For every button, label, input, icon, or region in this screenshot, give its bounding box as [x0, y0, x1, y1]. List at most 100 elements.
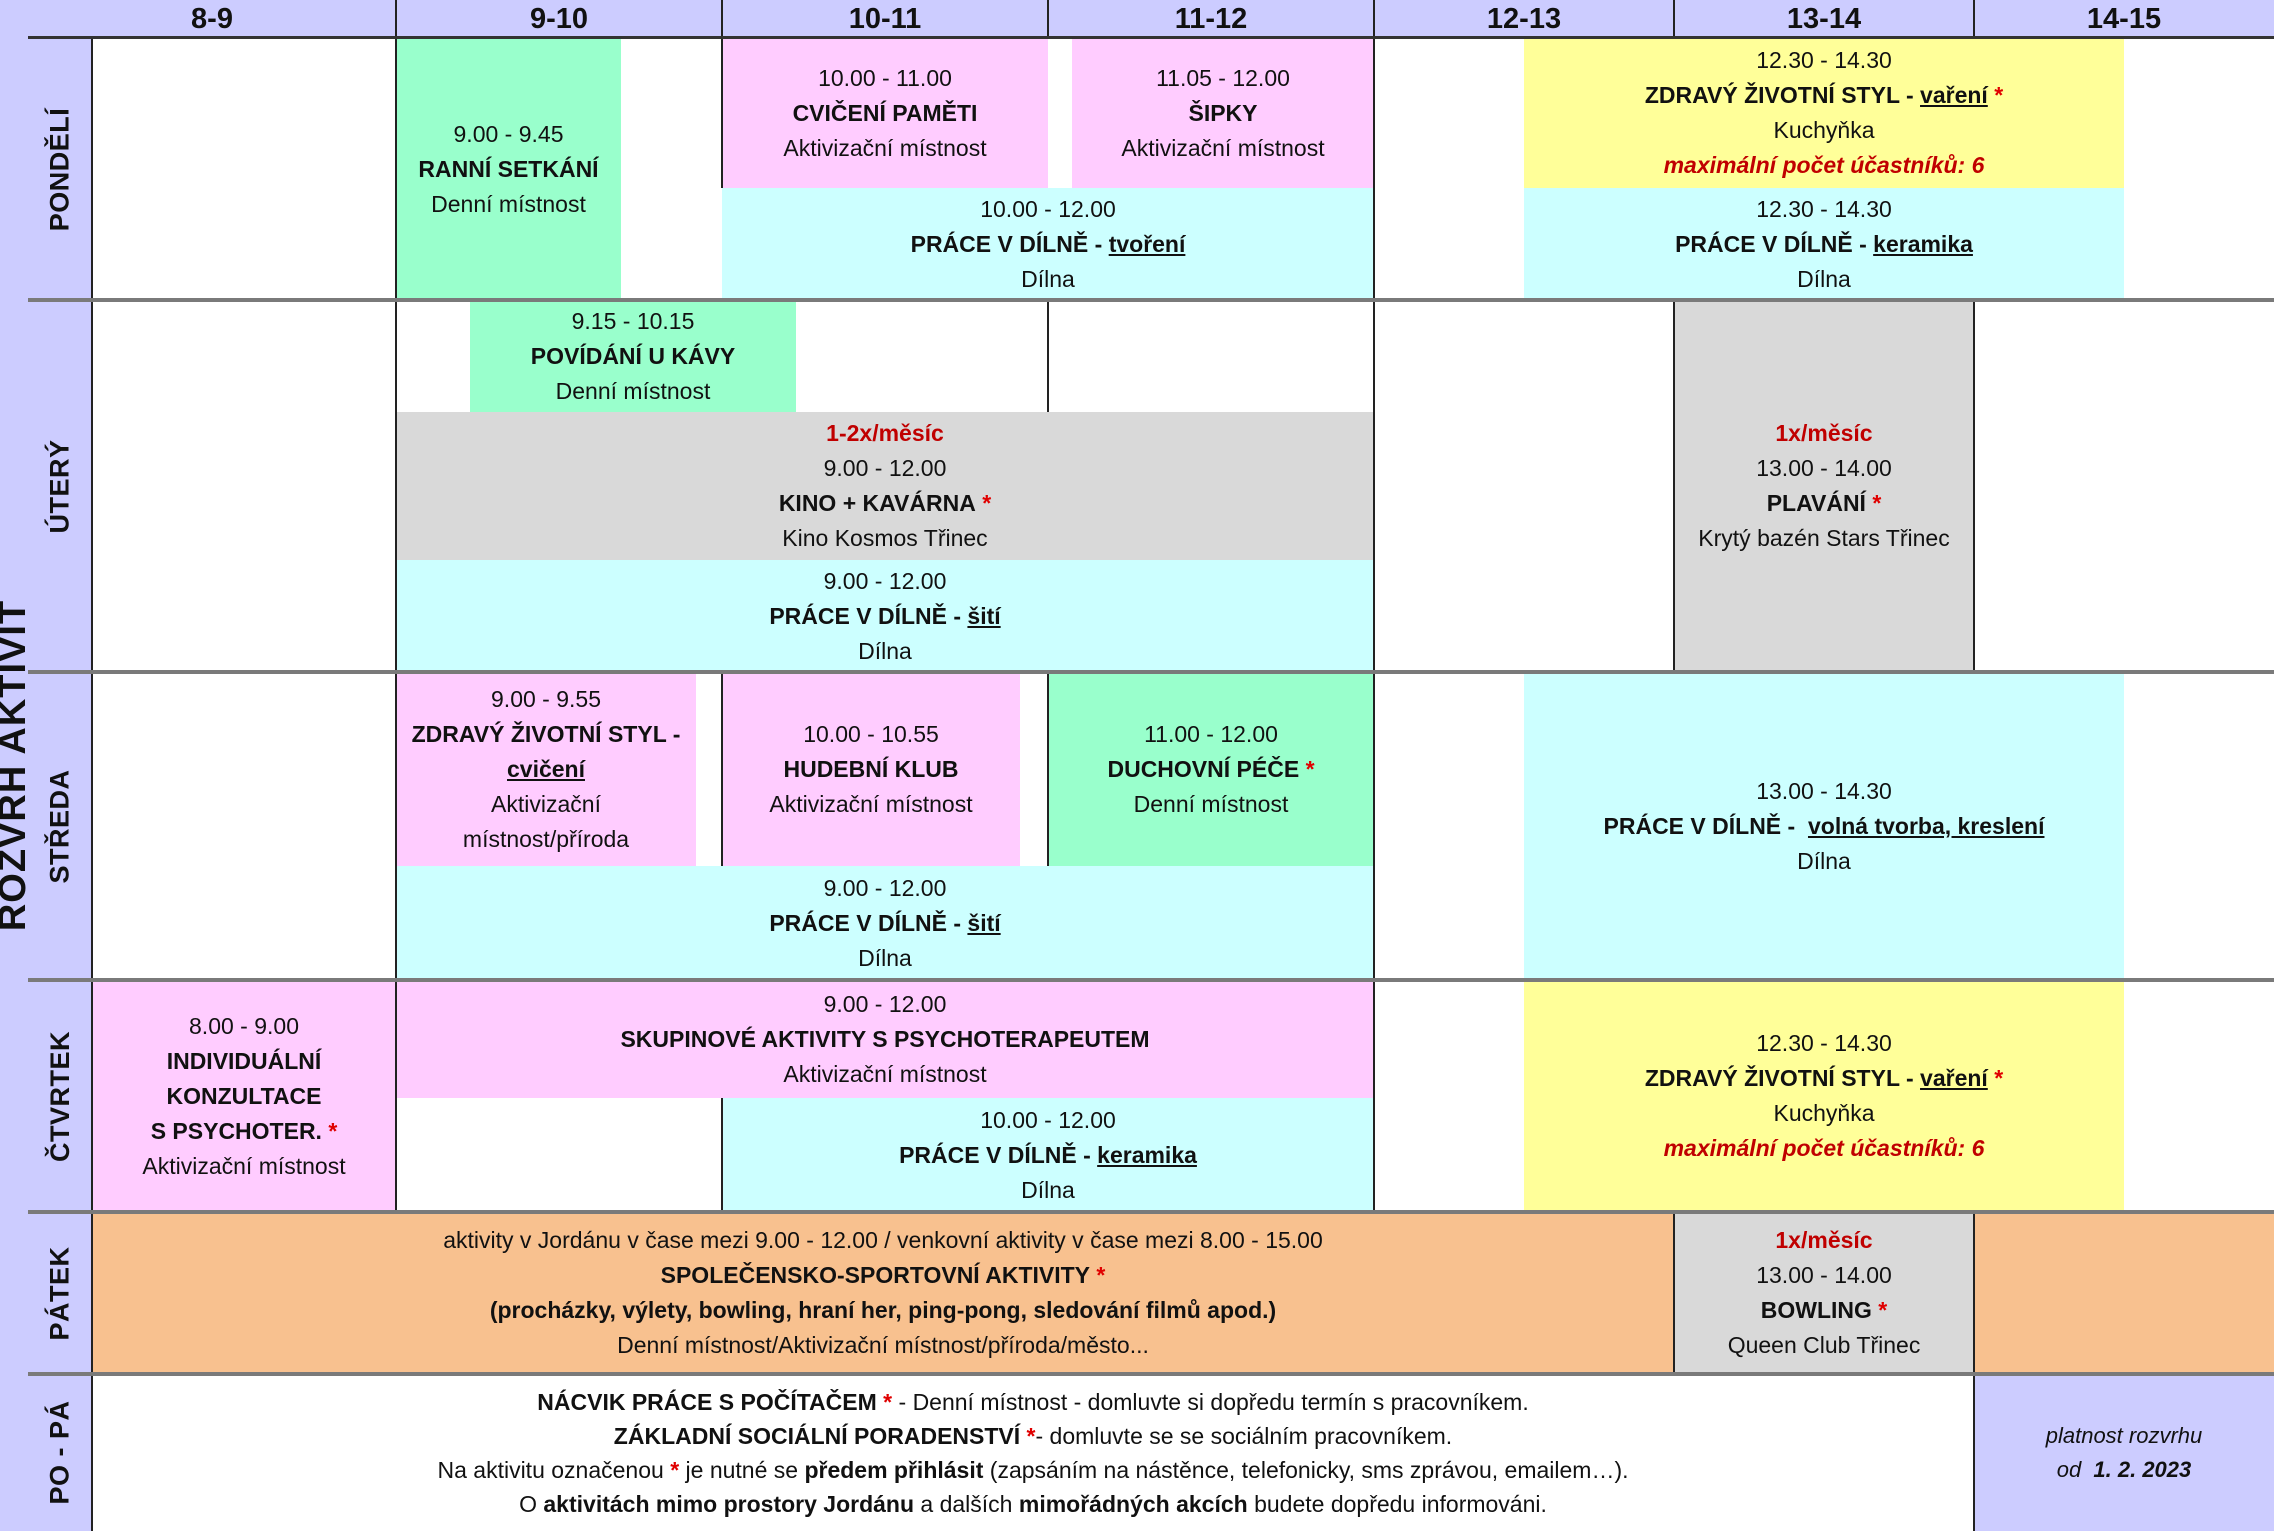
activity-sub: šití — [967, 909, 1001, 936]
activity-duchovni-pece: 11.00 - 12.00 DUCHOVNÍ PÉČE * Denní míst… — [1048, 672, 1374, 866]
activity-name: HUDEBNÍ KLUB — [783, 755, 959, 782]
day-text: STŘEDA — [44, 768, 75, 884]
footer-text: je nutné se — [679, 1456, 805, 1483]
activity-place: Krytý bazén Stars Třinec — [1698, 525, 1950, 551]
activity-dilna-tvoreni: 10.00 - 12.00 PRÁCE V DÍLNĚ - tvoření Dí… — [722, 188, 1374, 300]
activity-ranni-setkani: 9.00 - 9.45 RANNÍ SETKÁNÍ Denní místnost — [396, 38, 621, 300]
activity-time: 12.30 - 14.30 — [1756, 47, 1892, 73]
activity-name: PRÁCE V DÍLNĚ - — [899, 1141, 1098, 1168]
footer-text: budete dopředu informováni. — [1247, 1490, 1547, 1517]
activity-name: CVIČENÍ PAMĚTI — [792, 99, 978, 126]
grid-line — [721, 672, 723, 866]
day-text: PO - PÁ — [44, 1400, 75, 1505]
activity-place: místnost/příroda — [462, 825, 630, 852]
schedule-validity: platnost rozvrhu od 1. 2. 2023 — [1974, 1374, 2274, 1531]
footer-text: - domluvte se se sociálním pracovníkem. — [1035, 1422, 1453, 1449]
activity-place: Dílna — [1797, 847, 1851, 874]
activity-note: maximální počet účastníků: 6 — [1663, 1135, 1985, 1161]
activity-place: Kino Kosmos Třinec — [782, 525, 988, 551]
activity-place: Denní místnost — [1133, 790, 1289, 817]
grid-line — [721, 0, 723, 38]
registration-mark: * — [1994, 82, 2004, 108]
grid-line — [1973, 300, 1975, 672]
validity-prefix: od — [2056, 1456, 2094, 1482]
activity-name: PRÁCE V DÍLNĚ - — [769, 909, 968, 936]
activity-place: Kuchyňka — [1773, 1100, 1875, 1126]
hour-header-11-12: 11-12 — [1048, 0, 1374, 38]
activity-sub: šití — [967, 602, 1001, 629]
grid-line — [28, 670, 2274, 674]
day-text: ÚTERÝ — [44, 438, 75, 534]
registration-mark: * — [1096, 1262, 1106, 1288]
grid-line — [721, 38, 723, 188]
activity-sub: vaření — [1920, 1065, 1988, 1091]
activity-name: ZDRAVÝ ŽIVOTNÍ STYL - — [1644, 82, 1921, 108]
hour-header-9-10: 9-10 — [396, 0, 722, 38]
activity-name: ŠIPKY — [1188, 99, 1258, 126]
activity-time: 9.00 - 12.00 — [823, 567, 947, 594]
activity-dilna-volna-tvorba: 13.00 - 14.30 PRÁCE V DÍLNĚ - volná tvor… — [1524, 672, 2124, 980]
hour-label: 13-14 — [1786, 2, 1862, 35]
activity-dilna-keramika-mon: 12.30 - 14.30 PRÁCE V DÍLNĚ - keramika D… — [1524, 188, 2124, 300]
activity-name: ZDRAVÝ ŽIVOTNÍ STYL - — [411, 720, 681, 747]
activity-sipky: 11.05 - 12.00 ŠIPKY Aktivizační místnost — [1072, 38, 1374, 188]
validity-date: 1. 2. 2023 — [2093, 1456, 2192, 1482]
footer-line-registration: Na aktivitu označenou * je nutné se před… — [437, 1453, 1628, 1487]
activity-sub: volná tvorba, kreslení — [1807, 812, 2045, 839]
activity-time: 12.30 - 14.30 — [1756, 195, 1892, 222]
activity-time: 11.00 - 12.00 — [1144, 720, 1278, 747]
registration-mark: * — [1872, 490, 1882, 516]
footer-line-social: ZÁKLADNÍ SOCIÁLNÍ PORADENSTVÍ *- domluvt… — [614, 1419, 1452, 1453]
activity-hudebni-klub: 10.00 - 10.55 HUDEBNÍ KLUB Aktivizační m… — [722, 672, 1020, 866]
day-text: ČTVRTEK — [44, 1030, 75, 1162]
hour-header-8-9: 8-9 — [28, 0, 396, 38]
hour-label: 11-12 — [1174, 2, 1248, 35]
activity-name: KONZULTACE — [166, 1082, 322, 1109]
day-label-friday: PÁTEK — [28, 1212, 92, 1374]
hour-label: 14-15 — [2086, 2, 2162, 35]
activity-sub: cvičení — [507, 755, 585, 782]
hour-label: 12-13 — [1486, 2, 1562, 35]
footer-bold: předem přihlásit — [804, 1456, 984, 1483]
activity-name: INDIVIDUÁLNÍ — [166, 1047, 322, 1074]
footer-line-computer: NÁCVIK PRÁCE S POČÍTAČEM * - Denní místn… — [537, 1385, 1528, 1419]
activity-time: aktivity v Jordánu v čase mezi 9.00 - 12… — [443, 1227, 1323, 1253]
activity-skupinove-aktivity: 9.00 - 12.00 SKUPINOVÉ AKTIVITY S PSYCHO… — [396, 980, 1374, 1098]
activity-place: Aktivizační místnost — [783, 134, 987, 161]
activity-time: 10.00 - 10.55 — [803, 720, 939, 747]
activity-name: ZDRAVÝ ŽIVOTNÍ STYL - — [1644, 1065, 1921, 1091]
registration-mark: * — [1994, 1065, 2004, 1091]
activity-note: maximální počet účastníků: 6 — [1663, 152, 1985, 178]
activity-plavani: 1x/měsíc 13.00 - 14.00 PLAVÁNÍ * Krytý b… — [1674, 300, 1974, 672]
activity-place: Dílna — [1021, 1176, 1075, 1203]
grid-line — [1047, 672, 1049, 866]
day-label-monday: PONDĚLÍ — [28, 38, 92, 300]
registration-mark: * — [328, 1117, 338, 1144]
activity-place: Aktivizační — [491, 790, 601, 817]
footer-text: a dalších — [914, 1490, 1019, 1517]
grid-line — [1373, 0, 1375, 1212]
hour-header-14-15: 14-15 — [1974, 0, 2274, 38]
day-label-mon-fri: PO - PÁ — [28, 1374, 92, 1531]
grid-line — [721, 1098, 723, 1212]
activity-place: Dílna — [1797, 265, 1851, 292]
day-text: PÁTEK — [44, 1245, 75, 1341]
registration-mark: * — [1878, 1297, 1888, 1323]
validity-label: platnost rozvrhu — [2045, 1422, 2203, 1448]
day-label-tuesday: ÚTERÝ — [28, 300, 92, 672]
grid-line — [1973, 1212, 1975, 1531]
activity-time: 10.00 - 12.00 — [980, 1106, 1116, 1133]
footer-text: - Denní místnost - domluvte si dopředu t… — [892, 1388, 1529, 1415]
footer-line-info: O aktivitách mimo prostory Jordánu a dal… — [519, 1487, 1547, 1521]
activity-name: RANNÍ SETKÁNÍ — [418, 155, 599, 182]
activity-name: PRÁCE V DÍLNĚ - — [769, 602, 968, 629]
activity-place: Dílna — [1021, 265, 1075, 292]
activity-name: KINO + KAVÁRNA — [778, 490, 976, 516]
activity-povidani-u-kavy: 9.15 - 10.15 POVÍDÁNÍ U KÁVY Denní místn… — [470, 300, 796, 412]
grid-line — [28, 1210, 2274, 1214]
activity-place: Aktivizační místnost — [769, 790, 973, 817]
activity-name: PRÁCE V DÍLNĚ - — [1603, 812, 1808, 839]
grid-line — [1047, 300, 1049, 412]
grid-line — [28, 1372, 2274, 1376]
activity-time: 13.00 - 14.30 — [1756, 777, 1892, 804]
